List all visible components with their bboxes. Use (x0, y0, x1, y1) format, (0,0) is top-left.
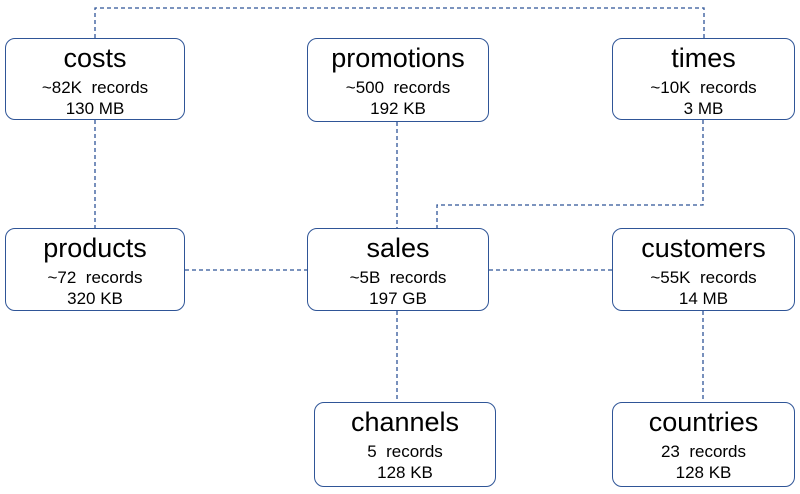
node-sales-name: sales (366, 233, 430, 263)
node-products-records: ~72 records (47, 268, 143, 287)
node-costs-size: 130 MB (65, 99, 125, 118)
node-sales: sales ~5B records 197 GB (307, 228, 489, 311)
node-costs: costs ~82K records 130 MB (5, 38, 185, 120)
node-customers-name: customers (641, 233, 766, 263)
node-countries-size: 128 KB (675, 463, 732, 482)
node-promotions: promotions ~500 records 192 KB (307, 38, 489, 122)
node-countries-name: countries (648, 407, 759, 437)
node-promotions-size: 192 KB (370, 99, 426, 118)
node-channels-size: 128 KB (377, 463, 433, 482)
node-channels-records: 5 records (367, 442, 443, 461)
node-times-size: 3 MB (683, 99, 724, 118)
node-costs-name: costs (63, 43, 127, 73)
node-channels: channels 5 records 128 KB (314, 402, 496, 487)
edge-times-sales (436, 120, 704, 228)
node-customers-size: 14 MB (678, 289, 729, 308)
node-promotions-records: ~500 records (345, 78, 451, 97)
node-customers: customers ~55K records 14 MB (612, 228, 795, 311)
node-sales-size: 197 GB (369, 289, 427, 308)
node-countries-records: 23 records (660, 442, 747, 461)
node-products-size: 320 KB (67, 289, 123, 308)
node-channels-name: channels (350, 407, 460, 437)
node-times-records: ~10K records (650, 78, 757, 97)
node-costs-records: ~82K records (41, 78, 149, 97)
node-times-name: times (671, 43, 736, 73)
node-customers-records: ~55K records (650, 268, 757, 287)
node-promotions-name: promotions (331, 43, 465, 73)
node-products: products ~72 records 320 KB (5, 228, 185, 311)
edge-costs-times (94, 7, 705, 38)
node-countries: countries 23 records 128 KB (612, 402, 795, 487)
node-products-name: products (43, 233, 147, 263)
node-times: times ~10K records 3 MB (612, 38, 795, 120)
node-sales-records: ~5B records (349, 268, 447, 287)
